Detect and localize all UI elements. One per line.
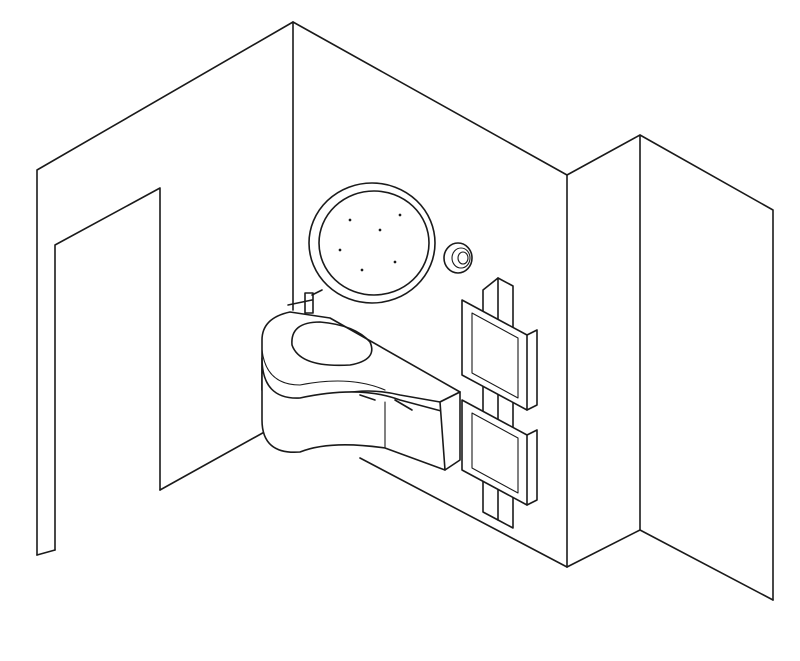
round-mirror bbox=[308, 182, 436, 304]
towel-radiator bbox=[461, 277, 538, 529]
right-wall bbox=[292, 21, 774, 601]
faucet-icon bbox=[287, 289, 323, 314]
left-wall bbox=[36, 21, 294, 556]
sink-basin bbox=[291, 321, 373, 367]
wall-knob bbox=[443, 242, 473, 274]
floor-lines bbox=[36, 429, 774, 601]
vanity-unit bbox=[261, 311, 461, 471]
door bbox=[54, 187, 161, 551]
